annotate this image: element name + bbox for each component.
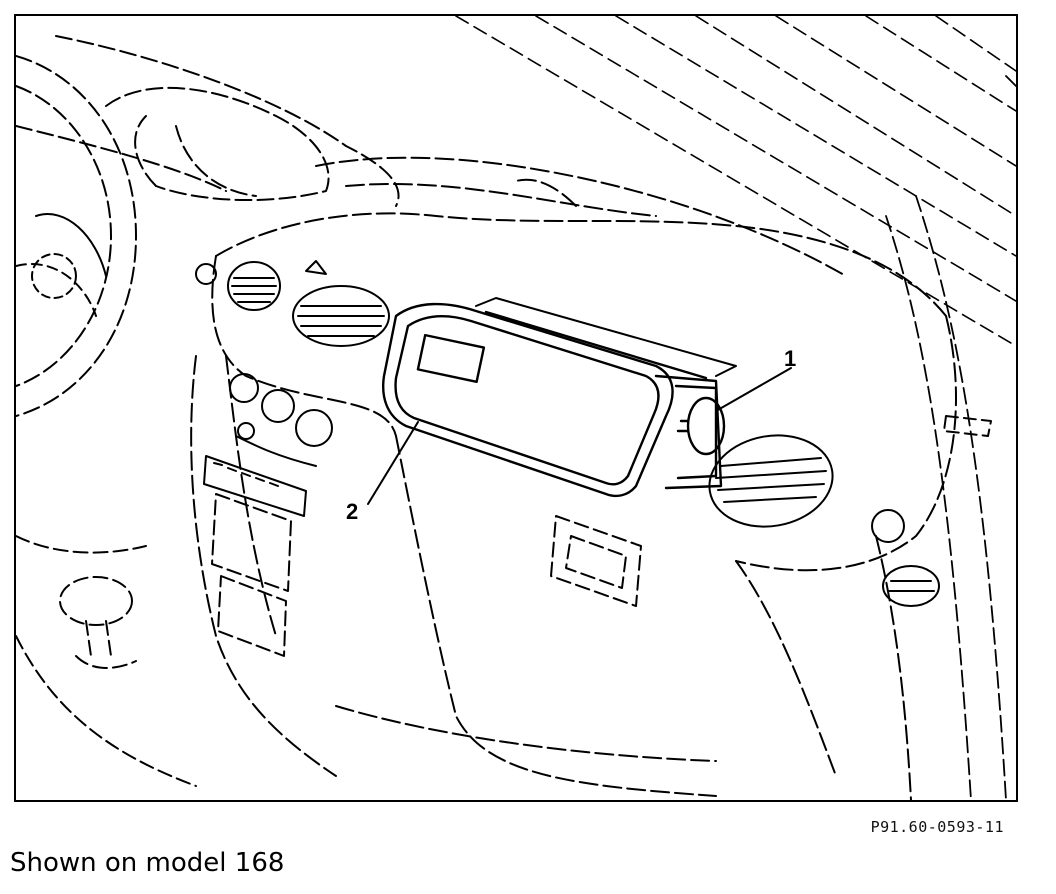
callout-leaders: [367, 367, 792, 505]
gear-lever: [16, 535, 197, 787]
left-air-vents: [195, 260, 390, 347]
right-air-vent: [708, 434, 834, 528]
center-console: [203, 373, 333, 657]
passenger-airbag-unit: [382, 297, 737, 498]
figure-reference-code: P91.60-0593-11: [870, 818, 1004, 836]
dashboard-panel: [190, 255, 957, 800]
diagram-frame: 1 2: [14, 14, 1018, 802]
dashboard-top: [215, 156, 947, 317]
side-vent: [871, 509, 940, 607]
steering-wheel: [16, 55, 137, 417]
dashboard-line-drawing: 1 2: [16, 16, 1016, 800]
callout-2: 2: [346, 499, 358, 524]
callout-1: 1: [784, 346, 796, 371]
figure-caption: Shown on model 168: [10, 848, 285, 878]
glovebox-handle: [550, 515, 642, 607]
a-pillar: [885, 75, 1016, 800]
windshield-lines: [455, 16, 1016, 347]
instrument-hood: [16, 35, 400, 207]
window-switch: [943, 415, 992, 437]
